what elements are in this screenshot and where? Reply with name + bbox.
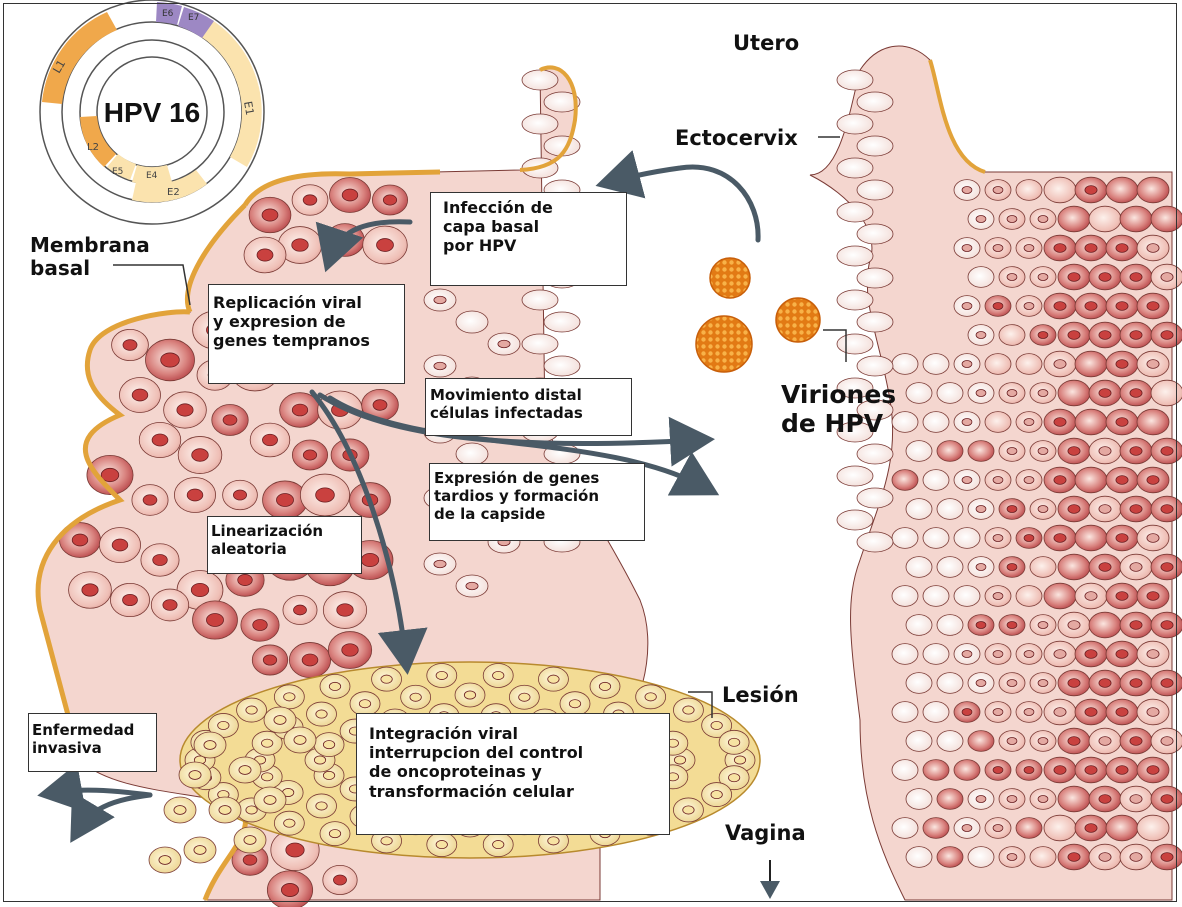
box-enfermedad: Enfermedad invasiva [28, 713, 157, 772]
box-linearizacion: Linearización aleatoria [207, 516, 362, 574]
box-movimiento: Movimiento distal células infectadas [425, 378, 632, 436]
label-membrana-basal: Membrana basal [30, 234, 150, 280]
box-infeccion: Infección de capa basal por HPV [430, 192, 627, 286]
label-lesion: Lesión [722, 683, 799, 707]
box-replicacion: Replicación viral y expresion de genes t… [208, 284, 405, 384]
label-vagina: Vagina [725, 821, 806, 845]
box-integracion: Integración viral interrupcion del contr… [356, 713, 670, 835]
label-viriones: Viriones de HPV [781, 381, 896, 439]
box-expresion: Expresión de genes tardios y formación d… [429, 463, 645, 541]
label-ectocervix: Ectocervix [675, 126, 798, 150]
label-utero: Utero [733, 31, 799, 55]
